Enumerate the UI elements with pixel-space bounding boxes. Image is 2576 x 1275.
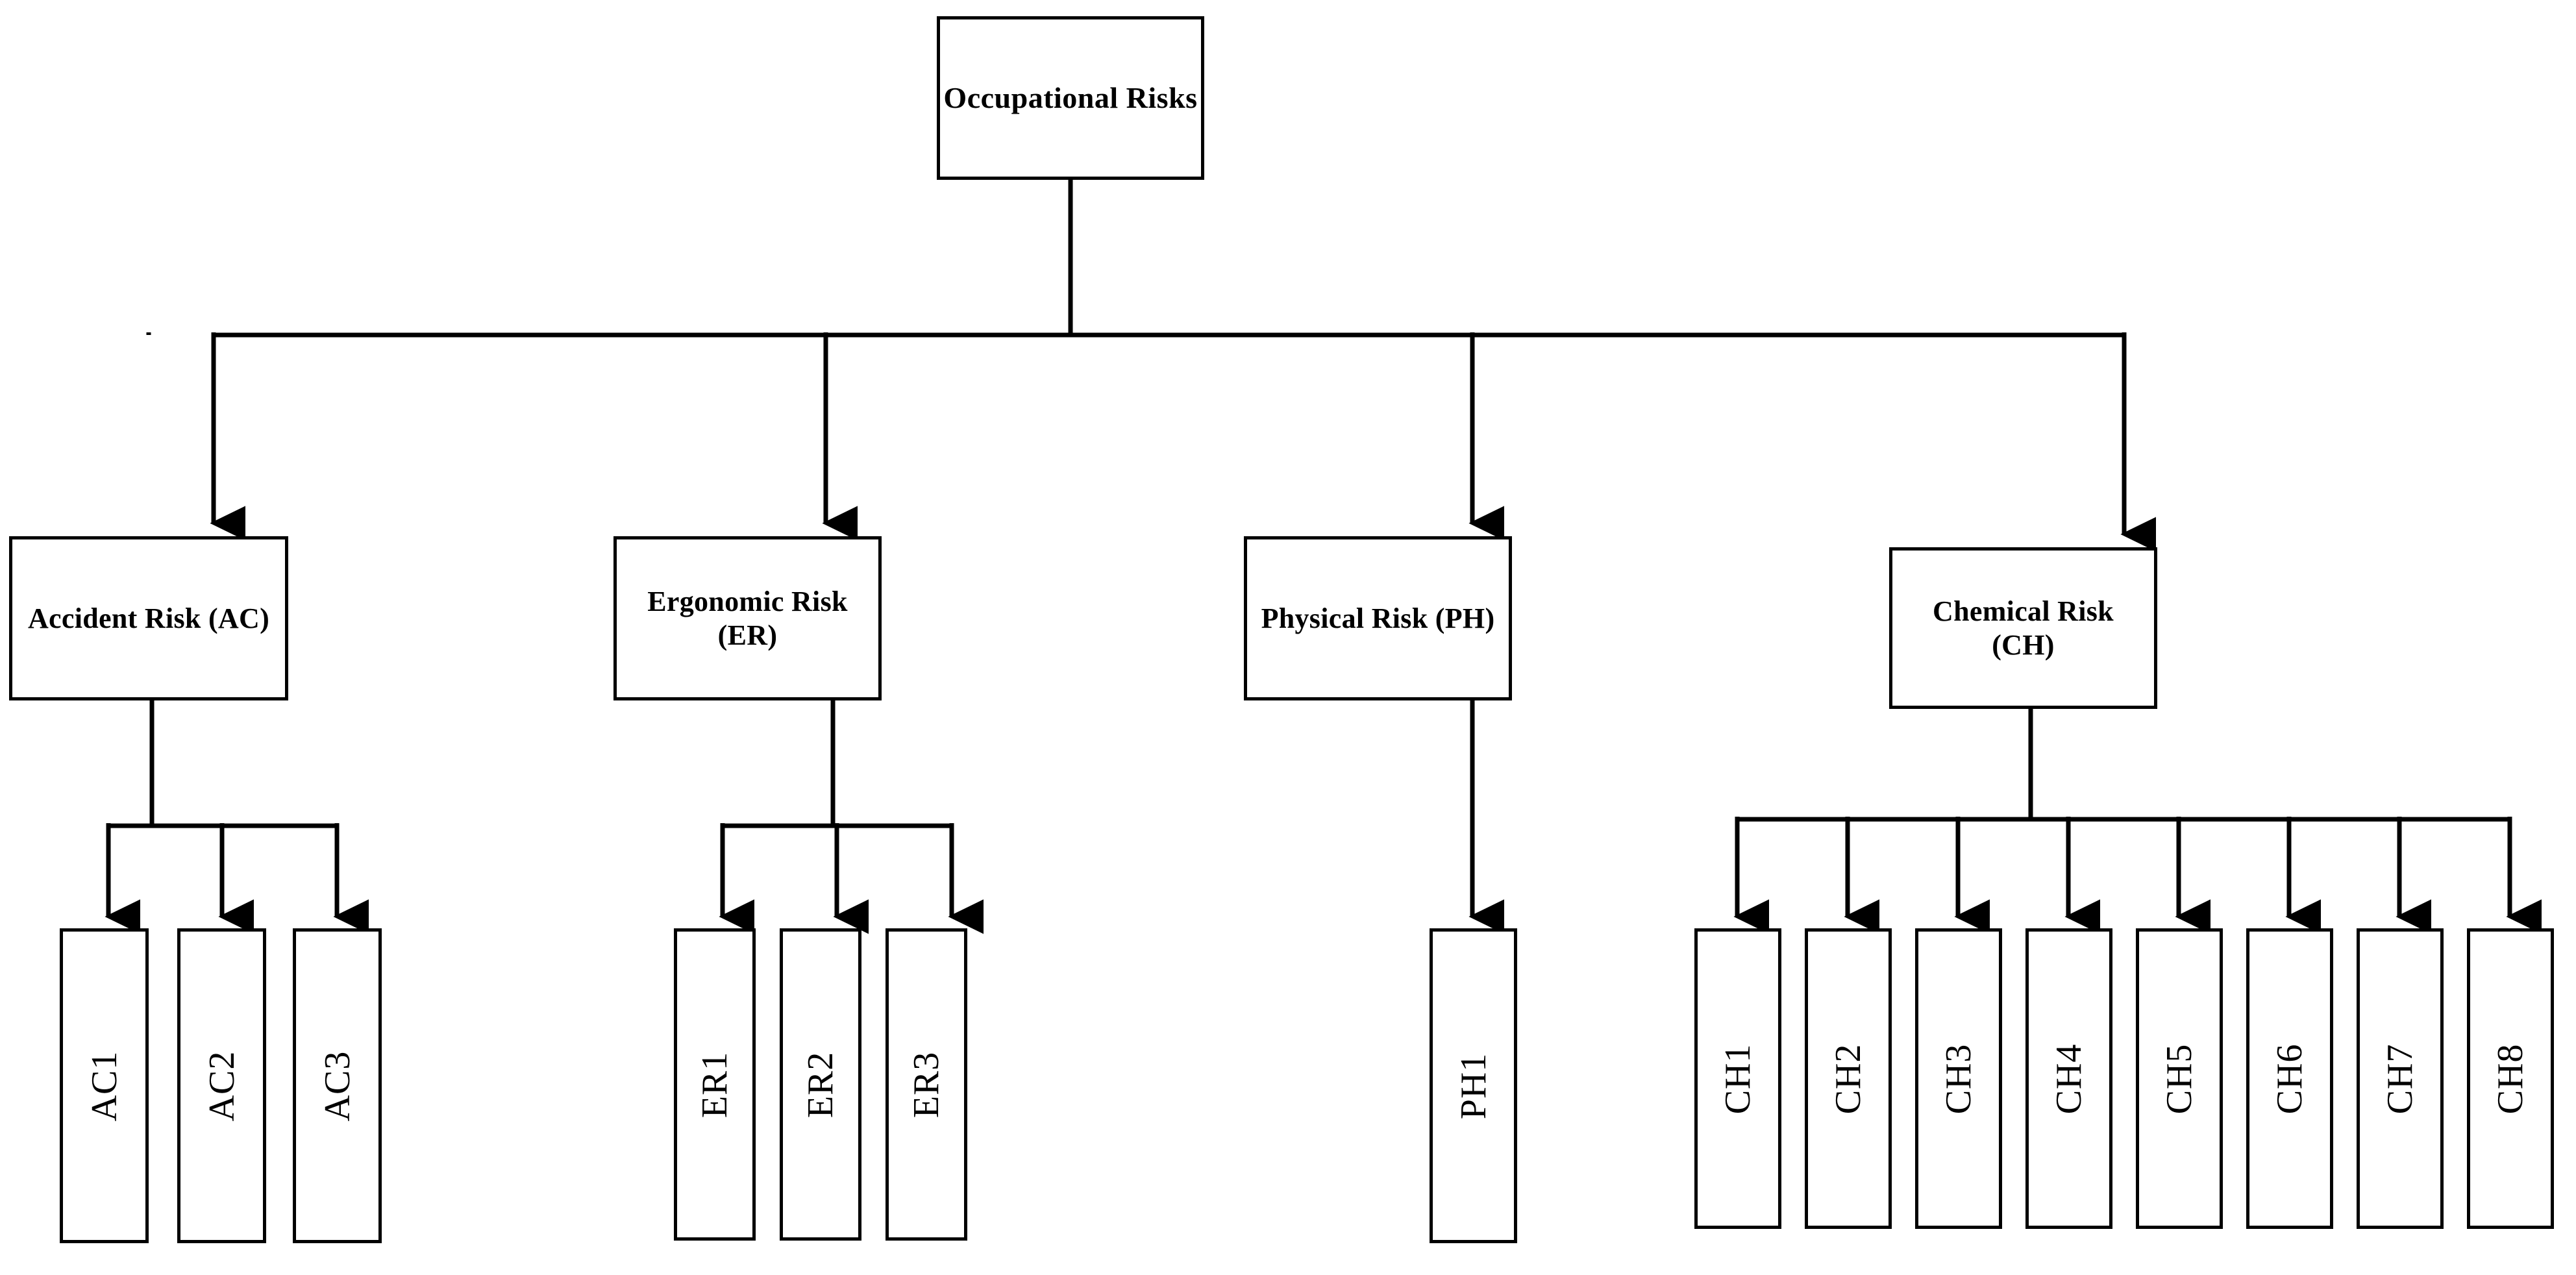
leaf-node-ch7[interactable]: CH7 <box>2357 928 2444 1229</box>
leaf-node-ch8[interactable]: CH8 <box>2467 928 2554 1229</box>
leaf-node-er2[interactable]: ER2 <box>780 928 861 1241</box>
leaf-label-ph1: PH1 <box>1453 1052 1494 1119</box>
node-label-chemical-risk: Chemical Risk (CH) <box>1933 595 2114 662</box>
leaf-node-ch2[interactable]: CH2 <box>1805 928 1892 1229</box>
node-ergonomic-risk[interactable]: Ergonomic Risk (ER) <box>613 536 882 700</box>
root-to-level2-connectors <box>146 180 2156 552</box>
leaf-label-ch2: CH2 <box>1828 1043 1868 1114</box>
leaf-node-ch6[interactable]: CH6 <box>2246 928 2333 1229</box>
leaf-node-er1[interactable]: ER1 <box>674 928 756 1241</box>
leaf-label-ac3: AC3 <box>317 1050 358 1121</box>
node-label-root: Occupational Risks <box>943 80 1198 114</box>
leaf-node-ac3[interactable]: AC3 <box>293 928 382 1243</box>
node-label-accident-risk: Accident Risk (AC) <box>27 602 270 634</box>
node-label-ergonomic-line1: Ergonomic Risk <box>647 585 848 617</box>
node-label-chemical-line2: (CH) <box>1992 628 2055 661</box>
leaf-node-ch1[interactable]: CH1 <box>1694 928 1781 1229</box>
leaf-node-ph1[interactable]: PH1 <box>1430 928 1517 1243</box>
node-label-physical-risk: Physical Risk (PH) <box>1261 602 1495 634</box>
node-label-ergonomic-line2: (ER) <box>717 619 778 651</box>
ergonomic-branch-connectors <box>719 700 984 934</box>
leaf-node-ch3[interactable]: CH3 <box>1915 928 2002 1229</box>
chemical-branch-connectors <box>1733 709 2542 934</box>
leaf-node-ch5[interactable]: CH5 <box>2136 928 2223 1229</box>
leaf-label-ch6: CH6 <box>2270 1043 2310 1114</box>
leaf-label-er1: ER1 <box>695 1051 735 1118</box>
node-label-chemical-line1: Chemical Risk <box>1933 595 2114 627</box>
node-accident-risk[interactable]: Accident Risk (AC) <box>9 536 288 700</box>
leaf-label-ch5: CH5 <box>2159 1043 2199 1114</box>
leaf-label-ch4: CH4 <box>2049 1043 2089 1114</box>
leaf-node-ac2[interactable]: AC2 <box>177 928 266 1243</box>
leaf-label-ch8: CH8 <box>2490 1043 2531 1114</box>
leaf-label-er3: ER3 <box>906 1051 947 1118</box>
leaf-node-ac1[interactable]: AC1 <box>60 928 149 1243</box>
node-chemical-risk[interactable]: Chemical Risk (CH) <box>1889 547 2157 709</box>
leaf-label-ch1: CH1 <box>1718 1043 1758 1114</box>
leaf-label-ch3: CH3 <box>1938 1043 1979 1114</box>
accident-branch-connectors <box>105 700 369 934</box>
leaf-label-ac1: AC1 <box>84 1050 125 1121</box>
node-label-ergonomic-risk: Ergonomic Risk (ER) <box>647 585 848 652</box>
node-occupational-risks[interactable]: Occupational Risks <box>937 16 1204 180</box>
leaf-node-ch4[interactable]: CH4 <box>2025 928 2112 1229</box>
node-physical-risk[interactable]: Physical Risk (PH) <box>1244 536 1512 700</box>
leaf-label-ch7: CH7 <box>2380 1043 2420 1114</box>
leaf-label-ac2: AC2 <box>201 1050 242 1121</box>
leaf-node-er3[interactable]: ER3 <box>886 928 967 1241</box>
leaf-label-er2: ER2 <box>800 1051 841 1118</box>
